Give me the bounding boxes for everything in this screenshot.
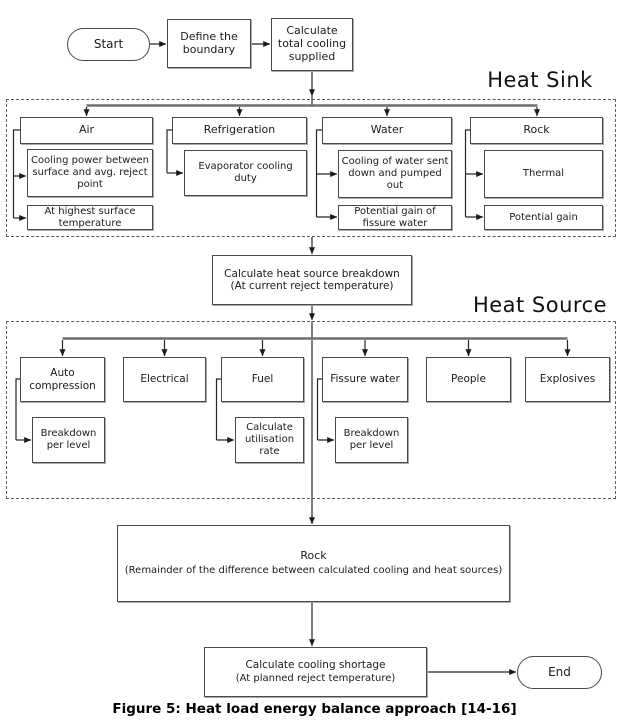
heat-source-header-people: People [426, 357, 511, 402]
heat-source-auto-compression-item-1: Breakdown per level [32, 417, 105, 463]
heat-sink-header-air: Air [20, 117, 153, 144]
heat-sink-refrigeration-item-1: Evaporator cooling duty [184, 150, 307, 196]
process-calc-total-cooling: Calculate total cooling supplied [271, 18, 353, 71]
heat-sink-header-rock: Rock [470, 117, 603, 144]
heat-sink-header-water: Water [322, 117, 452, 144]
heat-source-fissure-water-item-1: Breakdown per level [335, 417, 408, 463]
process-rock-remainder: Rock (Remainder of the difference betwee… [117, 525, 510, 602]
heat-source-header-fuel: Fuel [221, 357, 304, 402]
heat-source-header-auto-compression: Auto compression [20, 357, 105, 402]
heat-source-region [6, 321, 616, 499]
rock-remainder-title: Rock [300, 549, 327, 563]
heat-sink-water-item-1: Cooling of water sent down and pumped ou… [338, 150, 452, 198]
start-label: Start [93, 37, 124, 52]
heat-source-header-fissure-water: Fissure water [322, 357, 408, 402]
process-define-boundary: Define the boundary [167, 19, 251, 68]
figure-caption: Figure 5: Heat load energy balance appro… [112, 701, 517, 717]
heat-sink-air-item-1: Cooling power between surface and avg. r… [27, 149, 153, 197]
heat-sink-air-item-2: At highest surface temperature [27, 205, 153, 230]
cooling-shortage-title: Calculate cooling shortage [245, 658, 386, 671]
heat-sink-header-refrigeration: Refrigeration [172, 117, 307, 144]
heat-sink-rock-item-2: Potential gain [484, 205, 603, 230]
heat-source-header-explosives: Explosives [525, 357, 610, 402]
process-calc-heat-source-breakdown: Calculate heat source breakdown (At curr… [212, 255, 412, 305]
heat-sink-section-label: Heat Sink [487, 68, 593, 92]
heat-source-section-label: Heat Source [472, 293, 608, 317]
heat-source-fuel-item-1: Calculate utilisation rate [235, 417, 304, 463]
end-terminator: End [517, 656, 602, 689]
heat-sink-region [6, 99, 616, 237]
process-calc-cooling-shortage: Calculate cooling shortage (At planned r… [204, 647, 427, 697]
cooling-shortage-detail: (At planned reject temperature) [235, 673, 396, 685]
start-terminator: Start [67, 28, 150, 61]
heat-source-header-electrical: Electrical [123, 357, 206, 402]
heat-sink-water-item-2: Potential gain of fissure water [338, 205, 452, 230]
heat-sink-rock-item-1: Thermal [484, 150, 603, 198]
rock-remainder-detail: (Remainder of the difference between cal… [124, 565, 503, 577]
end-label: End [548, 665, 571, 680]
